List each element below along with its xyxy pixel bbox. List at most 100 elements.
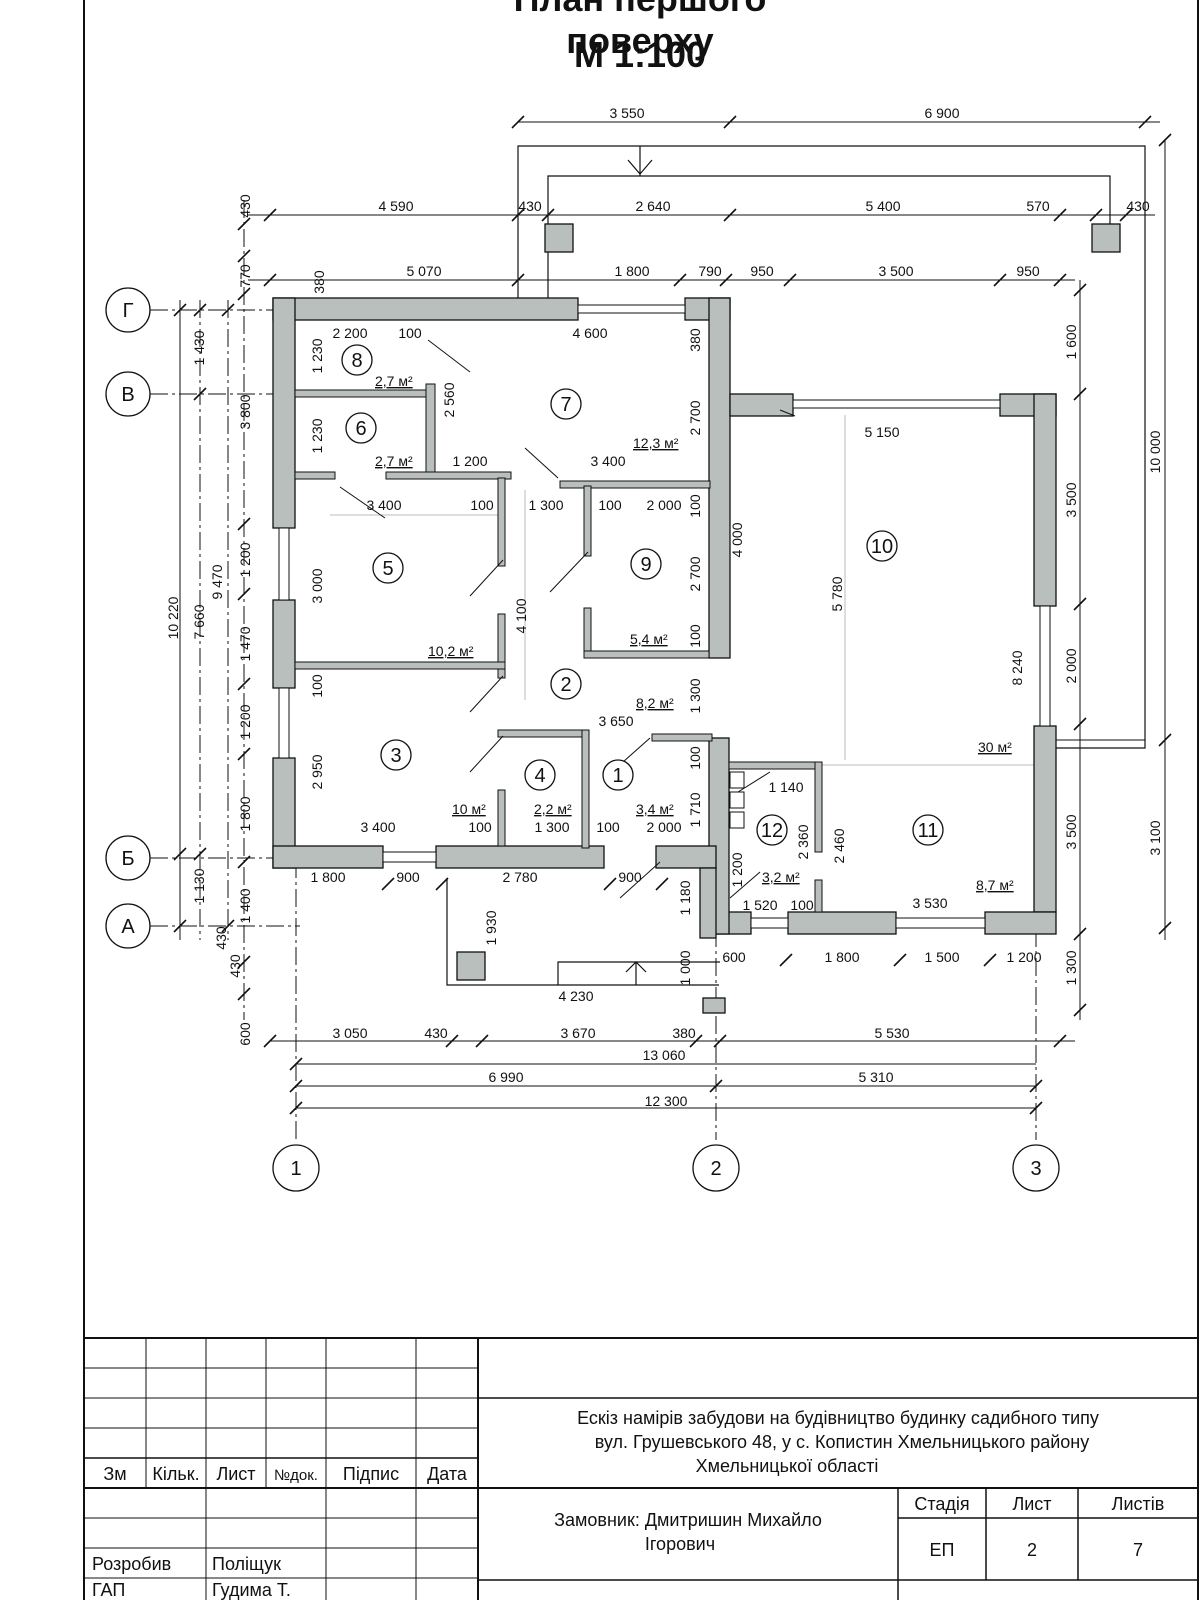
dim-inner-29: 4 100 — [513, 598, 529, 633]
dim-inner-57: 1 180 — [677, 880, 693, 915]
dim-inner-7: 3 800 — [237, 394, 253, 429]
dim-bottom1-3: 380 — [672, 1025, 696, 1041]
door-swings — [339, 339, 796, 899]
dim-inner-65: 600 — [722, 949, 746, 965]
dim-top2-3: 2 640 — [635, 198, 670, 214]
dim-inner-62: 1 130 — [191, 868, 207, 903]
area-room-1: 3,4 м² — [636, 801, 674, 817]
dim-inner-16: 1 300 — [528, 497, 563, 513]
dim-inner-9: 1 200 — [452, 453, 487, 469]
dim-inner-36: 2 000 — [1063, 648, 1079, 683]
room-5: 5 — [382, 558, 393, 580]
dim-inner-11: 5 150 — [864, 424, 899, 440]
dim-inner-74: 600 — [237, 1022, 253, 1046]
dim-bottom4-0: 12 300 — [645, 1093, 688, 1109]
axis-marker-2: 2 — [710, 1158, 721, 1180]
dim-inner-39: 2 950 — [309, 754, 325, 789]
room-6: 6 — [355, 418, 366, 440]
title-block-texts: Зм Кільк. Лист №док. Підпис Дата Ескіз н… — [92, 1408, 1164, 1600]
tb-role-gap: ГАП — [92, 1580, 125, 1600]
dim-inner-10: 3 400 — [590, 453, 625, 469]
dim-bottom2-0: 13 060 — [643, 1047, 686, 1063]
dim-top2-4: 5 400 — [865, 198, 900, 214]
dim-inner-5: 2 560 — [441, 382, 457, 417]
plan-title: План першого поверху — [514, 0, 767, 61]
room-11: 11 — [918, 820, 939, 842]
stove-icon — [729, 771, 745, 829]
dim-inner-71: 430 — [227, 954, 243, 978]
dim-inner-33: 100 — [687, 624, 703, 648]
room-areas: 2,7 м² 2,7 м² 12,3 м² 10,2 м² 5,4 м² 8,2… — [375, 373, 1014, 893]
axis-marker-b: Б — [121, 848, 134, 870]
dim-inner-42: 3 400 — [360, 819, 395, 835]
area-room-8: 2,7 м² — [375, 373, 413, 389]
dim-inner-69: 1 300 — [1063, 950, 1079, 985]
guide-lines — [330, 415, 1040, 766]
dim-inner-4: 1 230 — [309, 338, 325, 373]
tb-stage-header: Стадія — [914, 1494, 969, 1514]
room-labels: 1 2 3 4 5 6 7 8 9 10 11 12 — [341, 344, 944, 846]
dim-top2-5: 570 — [1026, 198, 1050, 214]
dim-inner-44: 1 300 — [534, 819, 569, 835]
dim-inner-17: 100 — [598, 497, 622, 513]
axis-lines — [150, 200, 1037, 1140]
dim-inner-73: 4 230 — [558, 988, 593, 1004]
dim-inner-26: 9 470 — [209, 564, 225, 599]
dim-top2-0: 430 — [237, 194, 253, 218]
room-9: 9 — [640, 554, 651, 576]
dim-inner-23: 1 200 — [237, 542, 253, 577]
tb-role-developer: Розробив — [92, 1554, 171, 1574]
area-room-6: 2,7 м² — [375, 453, 413, 469]
dimension-ticks — [173, 115, 1172, 1115]
room-10: 10 — [871, 536, 893, 558]
tb-header-kilk: Кільк. — [152, 1464, 199, 1484]
dim-top1-1: 6 900 — [924, 105, 959, 121]
dim-top2-1: 4 590 — [378, 198, 413, 214]
dim-inner-63: 1 400 — [237, 888, 253, 923]
canopy-outline — [446, 145, 1146, 986]
dim-inner-8: 2 700 — [687, 400, 703, 435]
dim-bottom1-4: 5 530 — [874, 1025, 909, 1041]
area-room-4: 2,2 м² — [534, 801, 572, 817]
dim-inner-2: 4 600 — [572, 325, 607, 341]
dim-top3-2: 5 070 — [406, 263, 441, 279]
tb-header-data: Дата — [427, 1464, 468, 1484]
windows — [278, 304, 1051, 929]
dim-top3-7: 950 — [1016, 263, 1040, 279]
axis-marker-1: 1 — [290, 1158, 301, 1180]
dim-inner-48: 2 360 — [795, 824, 811, 859]
tb-header-pidpys: Підпис — [343, 1464, 399, 1484]
dim-top2-6: 430 — [1126, 198, 1150, 214]
dim-bottom3-1: 5 310 — [858, 1069, 893, 1085]
dim-inner-60: 100 — [790, 897, 814, 913]
dim-inner-53: 1 800 — [310, 869, 345, 885]
dim-inner-28: 7 660 — [191, 604, 207, 639]
dim-inner-51: 3 100 — [1147, 820, 1163, 855]
dim-top3-5: 950 — [750, 263, 774, 279]
tb-name-gap: Гудима Т. — [212, 1580, 291, 1600]
dim-inner-52: 1 800 — [237, 796, 253, 831]
dim-inner-41: 1 140 — [768, 779, 803, 795]
area-room-10: 30 м² — [978, 739, 1012, 755]
room-2: 2 — [560, 674, 571, 696]
room-12: 12 — [761, 820, 783, 842]
area-room-3: 10 м² — [452, 801, 486, 817]
dim-inner-67: 1 500 — [924, 949, 959, 965]
dim-top3-0: 770 — [237, 264, 253, 288]
dim-inner-27: 10 220 — [165, 596, 181, 639]
partitions — [294, 383, 823, 913]
dim-inner-18: 2 000 — [646, 497, 681, 513]
dim-top1-0: 3 550 — [609, 105, 644, 121]
dim-inner-54: 900 — [396, 869, 420, 885]
tb-client-line1: Замовник: Дмитришин Михайло — [554, 1510, 822, 1530]
axis-marker-v: В — [121, 384, 134, 406]
tb-name-developer: Поліщук — [212, 1554, 281, 1574]
dim-inner-0: 2 200 — [332, 325, 367, 341]
dim-inner-56: 900 — [618, 869, 642, 885]
dim-top2-2: 430 — [518, 198, 542, 214]
dim-inner-38: 1 200 — [237, 704, 253, 739]
dim-inner-25: 2 700 — [687, 556, 703, 591]
dim-inner-37: 3 650 — [598, 713, 633, 729]
dim-inner-32: 100 — [309, 674, 325, 698]
dim-bottom1-2: 3 670 — [560, 1025, 595, 1041]
